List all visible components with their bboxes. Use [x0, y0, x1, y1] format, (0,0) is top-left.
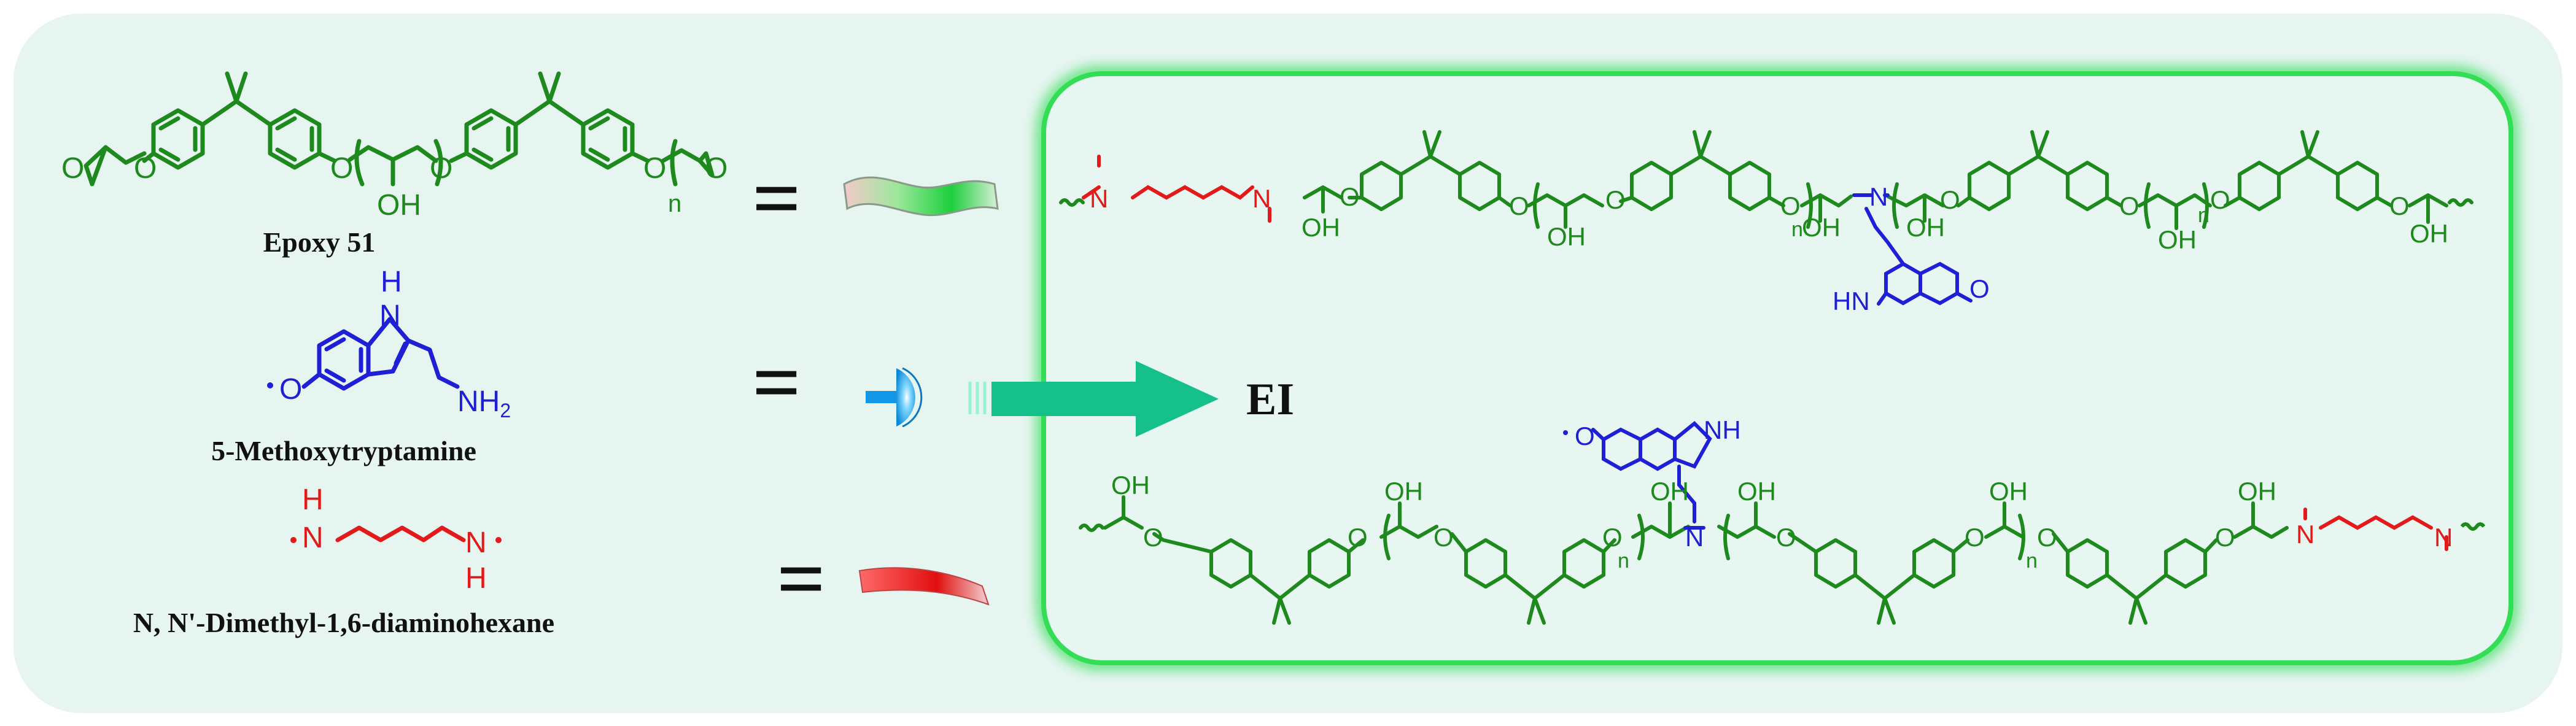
atom-oh: OH — [377, 189, 421, 222]
atom-oh: OH — [2158, 225, 2197, 254]
red-ribbon-icon — [858, 567, 990, 606]
atom-o: O — [61, 152, 84, 185]
repeat-n: n — [668, 190, 681, 217]
atom-n: N — [465, 527, 487, 559]
green-ribbon-icon — [843, 176, 999, 217]
atom-o: O — [705, 152, 727, 185]
reaction-arrow — [991, 361, 1219, 437]
atom-o: O — [1575, 422, 1595, 450]
methyl-dot — [267, 382, 273, 388]
product-top-diamine — [1082, 155, 1271, 223]
atom-o: O — [330, 152, 353, 185]
product-bottom-diamine — [2303, 508, 2448, 551]
epoxy-structure — [83, 71, 715, 187]
repeat-n: n — [2026, 549, 2038, 573]
atom-oh: OH — [1906, 213, 1945, 242]
atom-o: O — [1348, 523, 1368, 552]
equals-sign: = — [752, 335, 801, 430]
atom-o: O — [134, 152, 157, 185]
methyl-dot — [290, 537, 297, 543]
chain-end-squiggle — [2460, 522, 2486, 531]
equals-sign: = — [777, 531, 826, 627]
product-top-amine — [1852, 193, 1973, 306]
atom-o: O — [2389, 191, 2410, 220]
product-label: EI — [1246, 374, 1294, 425]
atom-n: N — [1090, 184, 1108, 213]
atom-o: O — [1776, 523, 1796, 552]
atom-o: O — [1965, 523, 1985, 552]
blue-bulb-icon — [866, 367, 987, 428]
product-frame — [1041, 71, 2513, 665]
atom-nh2: NH2 — [457, 385, 511, 422]
atom-hn: HN — [1833, 287, 1870, 315]
tryptamine-structure — [301, 317, 460, 391]
equals-sign: = — [752, 151, 801, 246]
diamine-structure — [335, 525, 466, 543]
epoxy-name: Epoxy 51 — [263, 226, 376, 258]
atom-oh: OH — [1737, 477, 1776, 506]
repeat-n: n — [2198, 204, 2209, 227]
atom-o: O — [279, 373, 302, 406]
diamine-name: N, N'-Dimethyl-1,6-diaminohexane — [133, 607, 554, 638]
atom-o: O — [1605, 185, 1626, 214]
atom-oh: OH — [1802, 213, 1841, 242]
diamine-atom-labels: H N N H — [302, 484, 487, 595]
atom-n: N — [2434, 523, 2453, 552]
methyl-dot — [1563, 430, 1568, 435]
atom-o: O — [643, 152, 666, 185]
atom-oh: OH — [1111, 471, 1150, 500]
product-bottom-amine — [1591, 420, 1712, 530]
product-top-labels: N N OH O O OH O O n OH N OH O O OH n O O… — [1090, 182, 2448, 315]
atom-nh: NH — [1704, 415, 1741, 444]
product-bottom-chain — [1079, 495, 2289, 625]
atom-n: N — [1685, 523, 1704, 552]
tryptamine-name: 5-Methoxytryptamine — [211, 435, 476, 466]
atom-o: O — [2210, 185, 2230, 214]
atom-o: O — [1340, 182, 1360, 211]
atom-n: N — [379, 299, 401, 332]
product-bottom-labels: OH O O OH O O n OH N OH O O OH n O O OH … — [1111, 415, 2453, 573]
atom-n: N — [302, 522, 324, 554]
atom-h: H — [465, 562, 487, 595]
atom-o: O — [1780, 191, 1801, 220]
atom-o: O — [1940, 185, 1960, 214]
atom-oh: OH — [2238, 477, 2276, 506]
atom-h: H — [302, 484, 324, 516]
atom-oh: OH — [1650, 477, 1689, 506]
atom-o: O — [2037, 523, 2057, 552]
atom-o: O — [1509, 191, 1529, 220]
atom-h: H — [381, 266, 402, 298]
atom-n: N — [2296, 520, 2314, 549]
atom-o: O — [1433, 523, 1454, 552]
repeat-n: n — [1618, 549, 1629, 573]
atom-o: O — [1143, 523, 1163, 552]
atom-oh: OH — [1547, 222, 1586, 251]
repeat-n: n — [1791, 218, 1803, 241]
atom-oh: OH — [2410, 219, 2448, 248]
atom-n: N — [1252, 184, 1271, 213]
atom-n: N — [1869, 182, 1888, 211]
atom-oh: OH — [1989, 477, 2028, 506]
methyl-dot — [495, 537, 502, 543]
tryptamine-atom-labels: H N O NH2 — [279, 266, 511, 422]
atom-oh: OH — [1384, 477, 1423, 506]
atom-o: O — [1969, 274, 1990, 303]
epoxy-atom-labels: O O O O OH O n O — [61, 152, 727, 222]
atom-o: O — [2215, 523, 2235, 552]
product-top-chain — [1059, 130, 2473, 230]
atom-o: O — [1602, 523, 1623, 552]
atom-o: O — [430, 152, 452, 185]
atom-oh: OH — [1302, 213, 1340, 242]
atom-o: O — [2119, 191, 2140, 220]
